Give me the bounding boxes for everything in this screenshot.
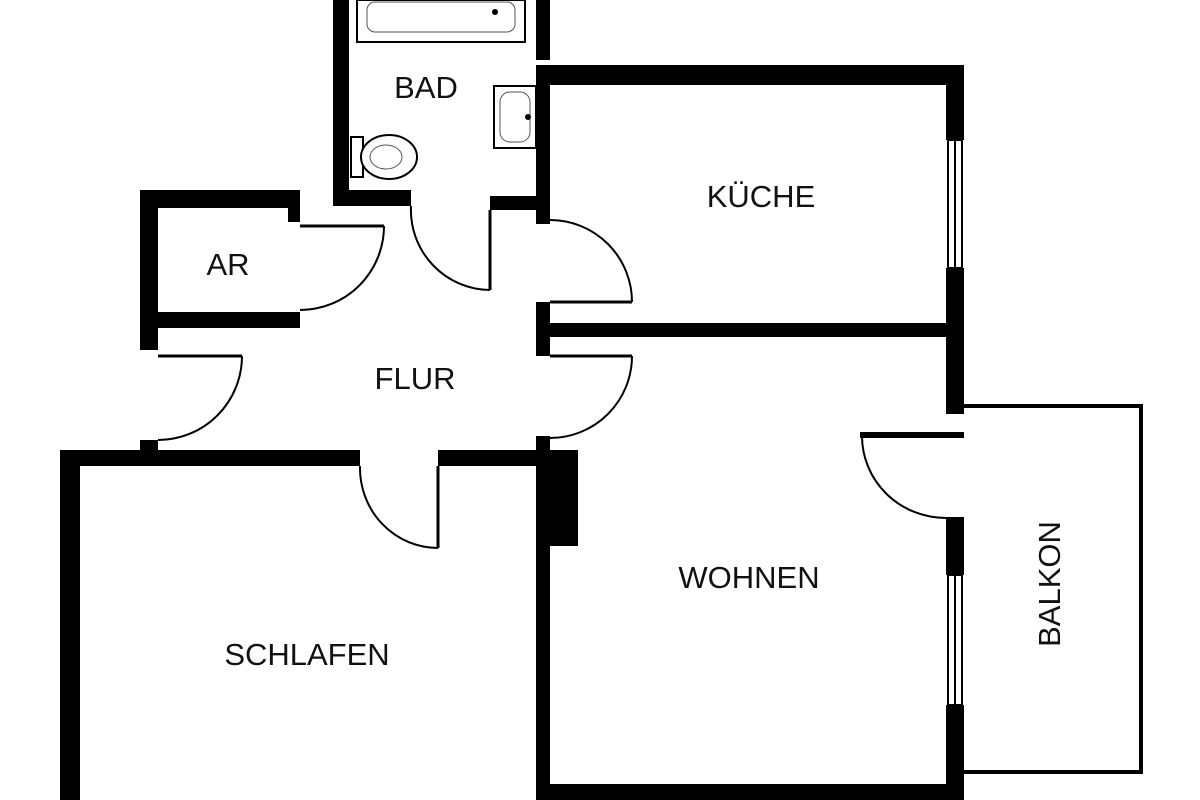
room-label-kueche: KÜCHE [707, 179, 816, 214]
door-kitchen [549, 219, 633, 304]
door-entrance [157, 354, 243, 441]
bathtub-icon [356, 0, 526, 43]
room-label-balkon: BALKON [1032, 521, 1067, 647]
door-balcony [861, 434, 947, 519]
room-label-flur: FLUR [375, 361, 456, 396]
living-walls [536, 432, 964, 800]
toilet-icon [350, 134, 418, 180]
kitchen-window [947, 139, 963, 269]
living-window [947, 574, 963, 706]
door-bathroom [409, 205, 492, 291]
washbasin-icon [493, 85, 537, 149]
storage-walls [140, 190, 300, 350]
bathroom-walls [333, 0, 550, 219]
bedroom-walls [60, 450, 550, 800]
balcony-outline [962, 404, 1143, 774]
kitchen-walls [536, 65, 964, 414]
hallway-walls [60, 302, 578, 546]
door-bedroom [358, 465, 440, 549]
room-label-ar: AR [206, 247, 249, 282]
room-label-wohnen: WOHNEN [678, 560, 819, 595]
room-label-bad: BAD [394, 70, 458, 105]
door-living [549, 354, 633, 439]
door-storage [299, 224, 385, 311]
room-label-schlafen: SCHLAFEN [224, 637, 389, 672]
